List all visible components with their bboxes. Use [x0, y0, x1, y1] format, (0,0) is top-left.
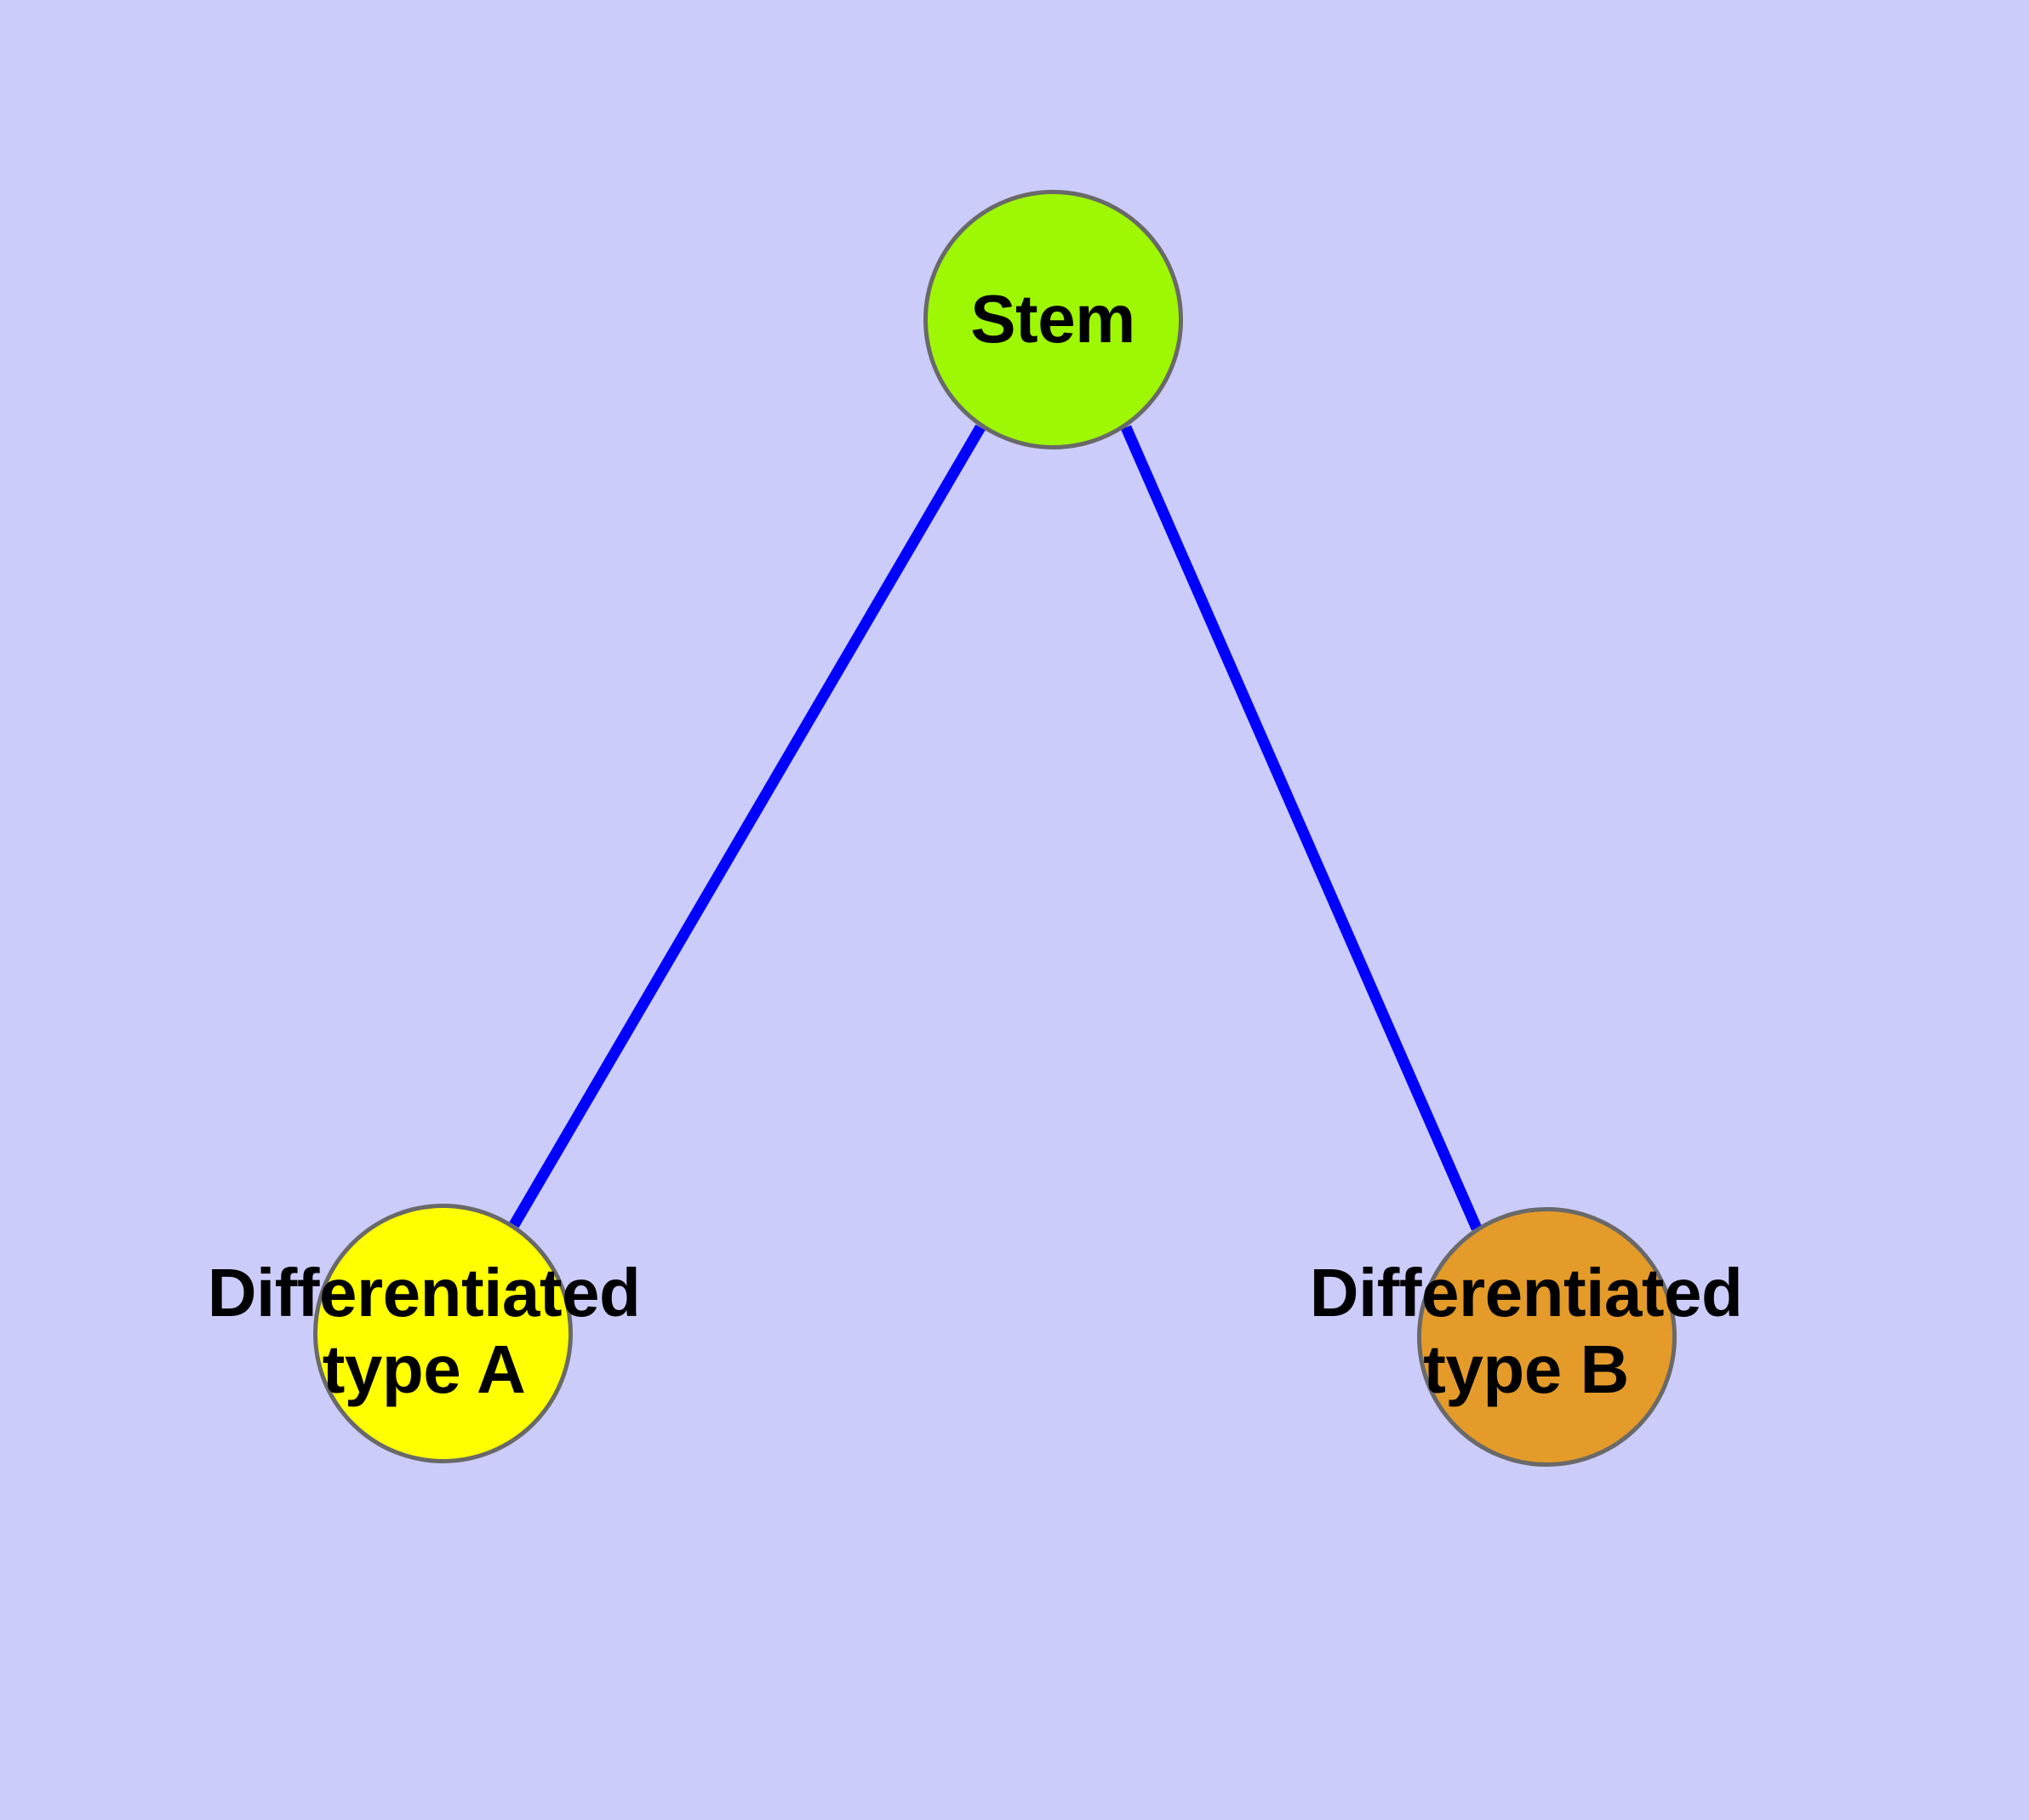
node-stem[interactable]: [923, 190, 1183, 449]
edge-stem-to-differentiated-type-a: [509, 424, 986, 1228]
node-differentiated-type-b[interactable]: [1417, 1207, 1677, 1467]
edge-stem-to-differentiated-type-b: [1121, 425, 1482, 1231]
node-differentiated-type-a[interactable]: [313, 1204, 573, 1463]
